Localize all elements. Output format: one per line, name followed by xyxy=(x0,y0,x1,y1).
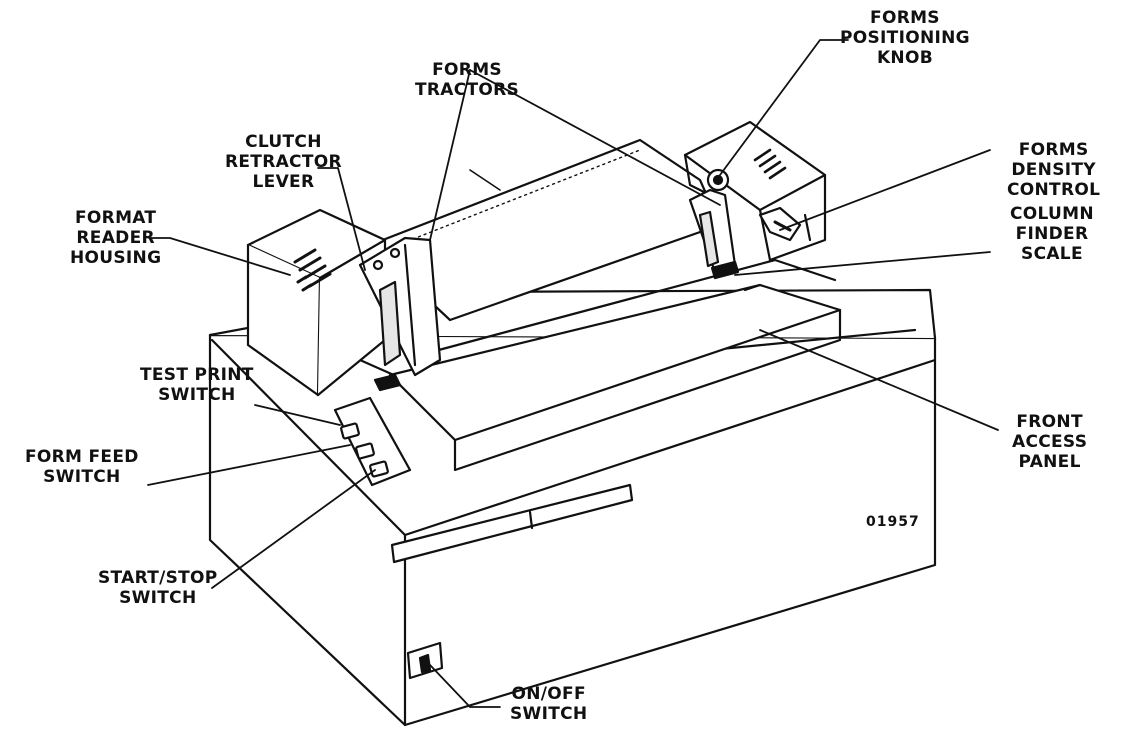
right-housing-vents xyxy=(753,148,787,180)
label-forms-tractors: FORMS TRACTORS xyxy=(415,60,520,100)
reader-vents xyxy=(293,248,332,292)
label-form-feed-switch: FORM FEED SWITCH xyxy=(25,447,139,487)
label-start-stop-switch: START/STOP SWITCH xyxy=(98,568,218,608)
forms-positioning-knob xyxy=(706,168,730,192)
label-clutch-retractor-lever: CLUTCH RETRACTOR LEVER xyxy=(225,132,342,192)
control-panel xyxy=(333,396,412,487)
label-format-reader-housing: FORMAT READER HOUSING xyxy=(70,208,162,268)
top-deck xyxy=(388,258,842,472)
right-forms-tractor xyxy=(688,188,740,280)
label-forms-density-control: FORMS DENSITY CONTROL xyxy=(1007,140,1101,200)
label-column-finder-scale: COLUMN FINDER SCALE xyxy=(1010,204,1094,264)
forms-density-control xyxy=(758,206,802,242)
left-forms-tractor xyxy=(358,236,442,392)
label-test-print-switch: TEST PRINT SWITCH xyxy=(140,365,254,405)
label-on-off-switch: ON/OFF SWITCH xyxy=(510,684,588,724)
label-front-access-panel: FRONT ACCESS PANEL xyxy=(1012,412,1088,472)
leader-lines xyxy=(147,39,999,708)
paper-output-slot xyxy=(390,483,634,564)
figure-number: 01957 xyxy=(866,514,920,530)
label-forms-positioning-knob: FORMS POSITIONING KNOB xyxy=(840,8,970,68)
right-housing xyxy=(683,120,827,262)
